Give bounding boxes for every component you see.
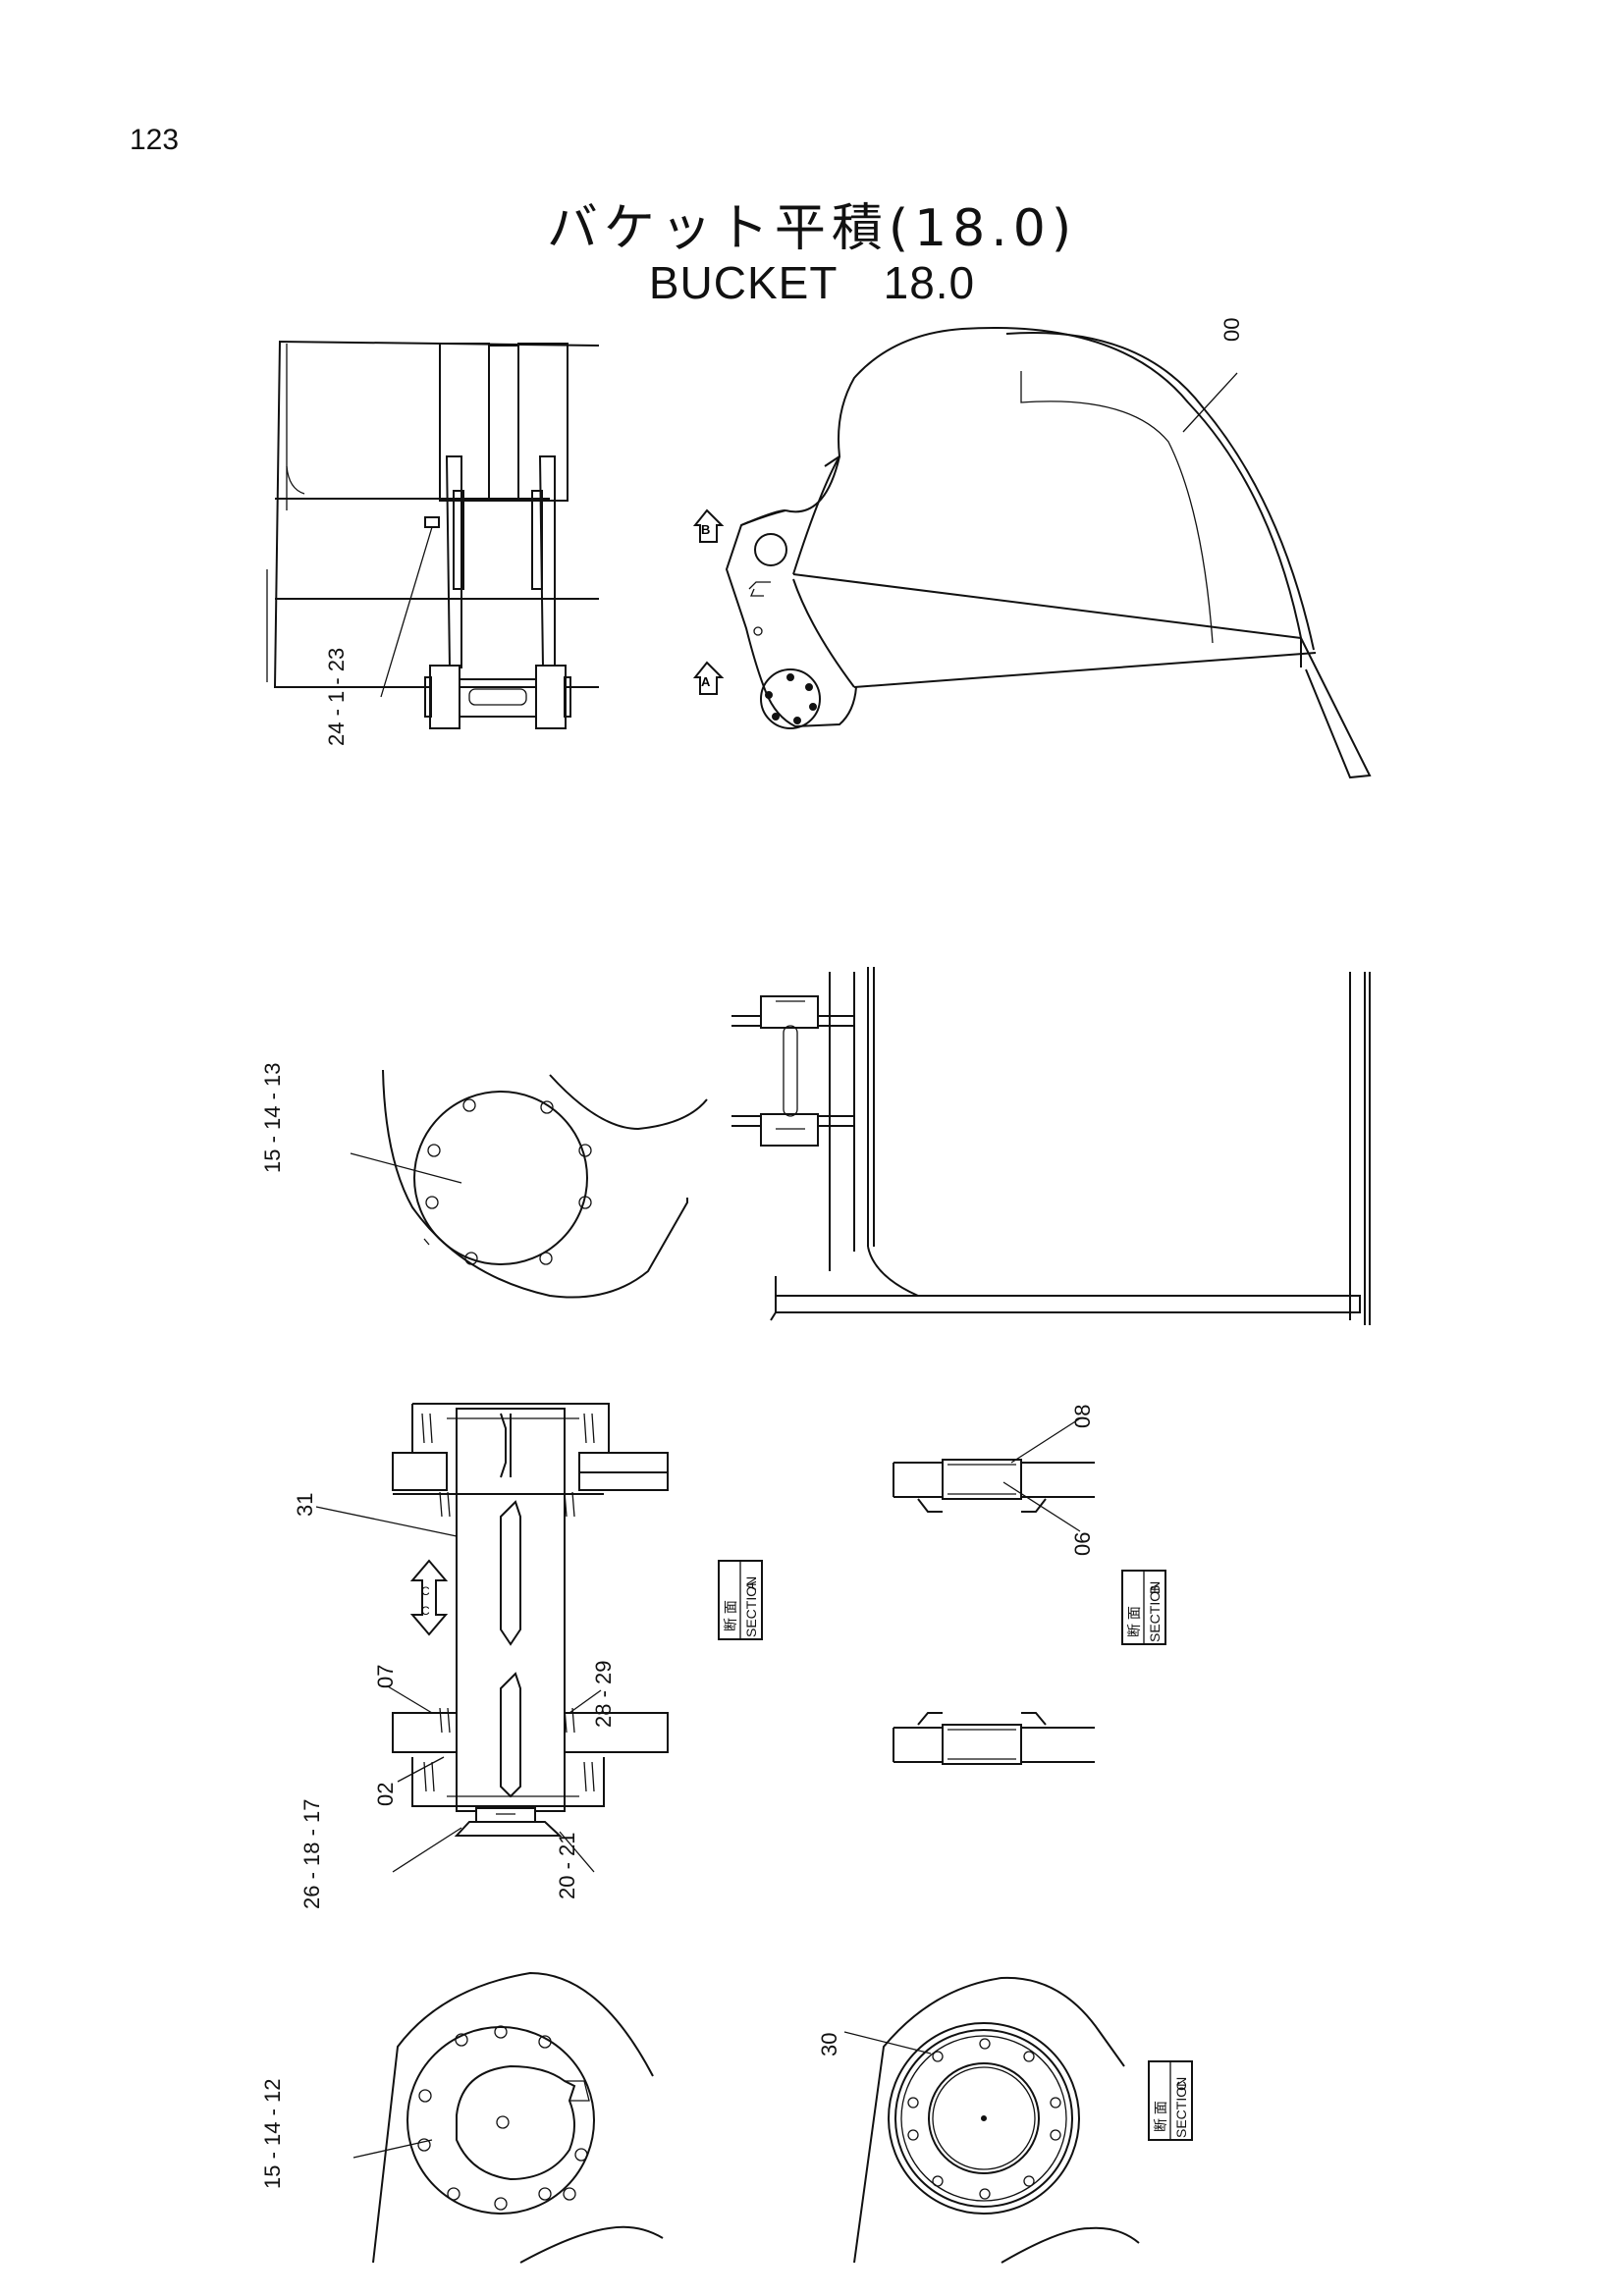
callout-15-14-12: 15 - 14 - 12 xyxy=(260,2078,285,2189)
bucket-top-view xyxy=(266,340,600,729)
boss-cover-view xyxy=(352,1971,664,2264)
svg-text:SECTION: SECTION xyxy=(743,1576,759,1637)
callout-26-18-17: 26 - 18 - 17 xyxy=(299,1798,324,1909)
svg-text:B: B xyxy=(1147,1585,1163,1594)
section-b-bushing xyxy=(893,1417,1095,1765)
title-english: BUCKET 18.0 xyxy=(648,257,976,308)
svg-text:SECTION: SECTION xyxy=(1173,2077,1189,2138)
callout-08: 08 xyxy=(1070,1405,1095,1428)
callout-24-1-23: 24 - 1 - 23 xyxy=(324,648,349,746)
view-marker-a: A xyxy=(692,661,725,695)
svg-text:B: B xyxy=(701,522,710,537)
callout-30: 30 xyxy=(817,2033,841,2056)
callout-02: 02 xyxy=(373,1783,398,1806)
svg-text:断 面: 断 面 xyxy=(723,1600,738,1631)
title-japanese: バケット平積(18.0) xyxy=(546,199,1078,258)
callout-07: 07 xyxy=(373,1665,398,1688)
svg-text:断 面: 断 面 xyxy=(1153,2101,1168,2132)
svg-text:SECTION: SECTION xyxy=(1147,1581,1163,1642)
section-a-pin-assembly: C C xyxy=(315,1403,669,1873)
callout-labels: 00 24 - 1 - 23 15 - 14 - 13 31 07 02 26 … xyxy=(260,318,1244,2189)
svg-text:断 面: 断 面 xyxy=(1126,1606,1142,1637)
callout-00: 00 xyxy=(1219,318,1244,342)
callout-06: 06 xyxy=(1070,1532,1095,1556)
page-number: 123 xyxy=(130,124,180,156)
svg-text:C: C xyxy=(421,1604,430,1618)
callout-15-14-13: 15 - 14 - 13 xyxy=(260,1062,285,1173)
svg-text:C: C xyxy=(1173,2081,1189,2091)
callout-31: 31 xyxy=(293,1493,317,1517)
section-label-c: 断 面 SECTION C xyxy=(1148,2060,1193,2141)
svg-text:A: A xyxy=(743,1580,759,1590)
svg-text:C: C xyxy=(421,1584,430,1598)
callout-28-29: 28 - 29 xyxy=(591,1661,616,1729)
section-c-boss-ring xyxy=(843,1976,1140,2264)
boss-detail-view xyxy=(350,1069,708,1299)
bucket-front-view xyxy=(731,967,1371,1325)
svg-text:A: A xyxy=(701,674,711,689)
bucket-side-view: B A xyxy=(692,326,1372,779)
view-marker-b: B xyxy=(692,508,725,543)
section-label-a: 断 面 SECTION A xyxy=(718,1560,763,1640)
section-c-c-arrow: C C xyxy=(409,1559,449,1636)
section-label-b: 断 面 SECTION B xyxy=(1121,1570,1166,1645)
callout-20-21: 20 - 21 xyxy=(555,1833,579,1900)
